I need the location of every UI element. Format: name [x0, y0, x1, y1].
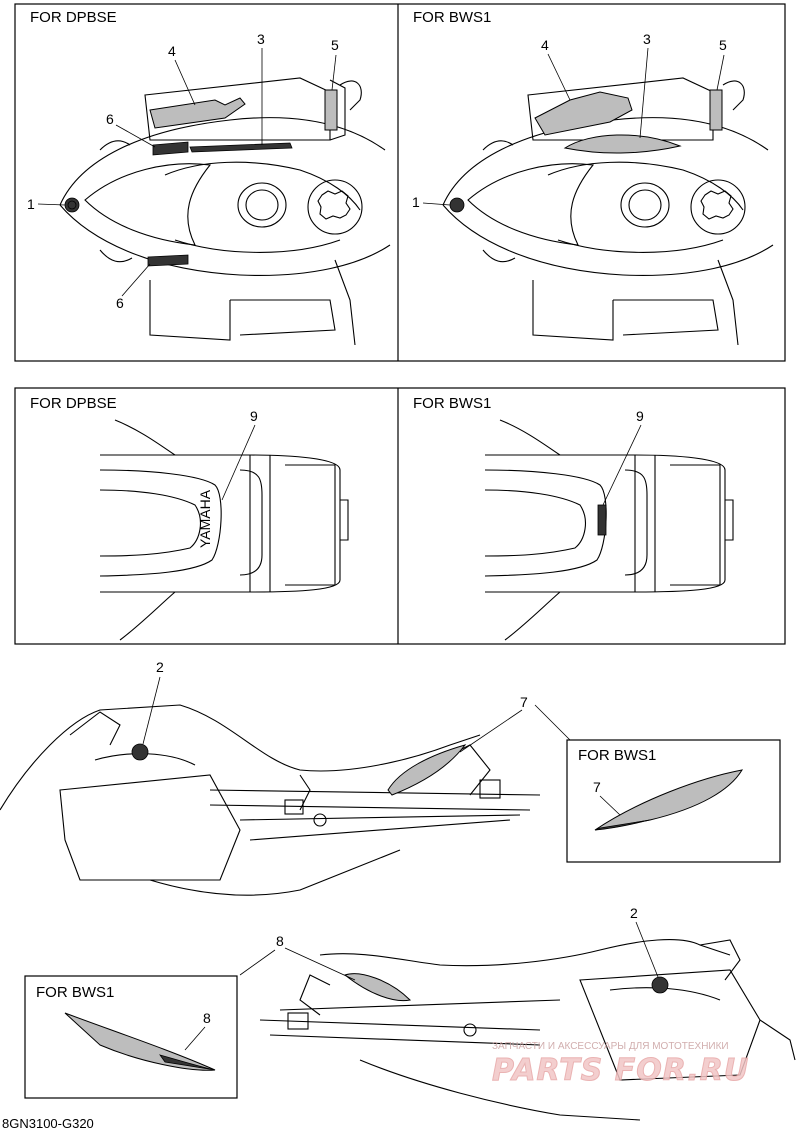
- callout-1-right: 1: [412, 194, 420, 210]
- top-right-label: FOR BWS1: [413, 9, 491, 26]
- inset-right: FOR BWS1 7: [566, 739, 781, 863]
- decal-4-left: [149, 97, 246, 129]
- decal-4-right: [534, 91, 633, 136]
- rear-view-left: YAMAHA: [99, 419, 349, 641]
- decal-2-lower: [651, 976, 669, 994]
- callout-9-left: 9: [250, 408, 258, 424]
- decal-9-right: [597, 504, 607, 536]
- front-view-left: [59, 77, 391, 346]
- decal-5-right: [709, 89, 723, 131]
- inset-right-label: FOR BWS1: [578, 747, 656, 764]
- decal-7-inset: [594, 769, 744, 831]
- decal-1-left: [64, 197, 80, 213]
- callout-7-inset: 7: [593, 779, 601, 795]
- watermark-line1: ЗАПЧАСТИ И АКСЕССУАРЫ ДЛЯ МОТОТЕХНИКИ: [492, 1041, 729, 1052]
- decal-3-right: [563, 134, 682, 154]
- callout-1-left: 1: [27, 196, 35, 212]
- decal-8-side: [343, 973, 412, 1002]
- callout-9-right: 9: [636, 408, 644, 424]
- middle-panel: FOR DPBSE FOR BWS1 YAMAHA: [14, 387, 786, 645]
- decal-3-left: [189, 142, 293, 153]
- decal-6-lower-left: [147, 254, 189, 267]
- mid-right-label: FOR BWS1: [413, 395, 491, 412]
- watermark: ЗАПЧАСТИ И АКСЕССУАРЫ ДЛЯ МОТОТЕХНИКИ PA…: [492, 1041, 749, 1089]
- callout-8-main: 8: [276, 933, 284, 949]
- decal-6-upper-left: [152, 141, 189, 156]
- middle-panel-frame: [14, 387, 786, 645]
- inset-left-frame: [24, 975, 238, 1099]
- top-panel: FOR DPBSE FOR BWS1: [14, 3, 786, 362]
- callouts-top: 1 4 3 5 6 6 1 4 3 5: [27, 31, 727, 311]
- callout-3-right: 3: [643, 31, 651, 47]
- callout-2-lower: 2: [630, 905, 638, 921]
- callout-2-upper: 2: [156, 659, 164, 675]
- inset-left: FOR BWS1 8: [24, 975, 238, 1099]
- callout-7-main: 7: [520, 694, 528, 710]
- front-view-right: [442, 77, 774, 346]
- rear-view-right: [484, 419, 734, 641]
- inset-left-label: FOR BWS1: [36, 984, 114, 1001]
- decal-7-side: [387, 744, 467, 796]
- callout-5-right: 5: [719, 37, 727, 53]
- drawing-code: 8GN3100-G320: [2, 1116, 94, 1131]
- inset-right-frame: [566, 739, 781, 863]
- side-view-lower: 2 8: [239, 905, 796, 1121]
- decal-2-upper: [131, 743, 149, 761]
- top-left-label: FOR DPBSE: [30, 9, 117, 26]
- watermark-logo: PARTS FOR.RU: [492, 1053, 749, 1088]
- callout-5-left: 5: [331, 37, 339, 53]
- top-panel-frame: [14, 3, 786, 362]
- mid-left-label: FOR DPBSE: [30, 395, 117, 412]
- callout-6-upper-left: 6: [106, 111, 114, 127]
- callout-3-left: 3: [257, 31, 265, 47]
- decal-1-right: [449, 197, 465, 213]
- side-view-upper: 2 7: [0, 659, 571, 896]
- callout-4-right: 4: [541, 37, 549, 53]
- callout-4-left: 4: [168, 43, 176, 59]
- callout-6-lower-left: 6: [116, 295, 124, 311]
- decal-5-left: [324, 89, 338, 131]
- callout-8-inset: 8: [203, 1010, 211, 1026]
- yamaha-decal-text-left: YAMAHA: [197, 489, 213, 548]
